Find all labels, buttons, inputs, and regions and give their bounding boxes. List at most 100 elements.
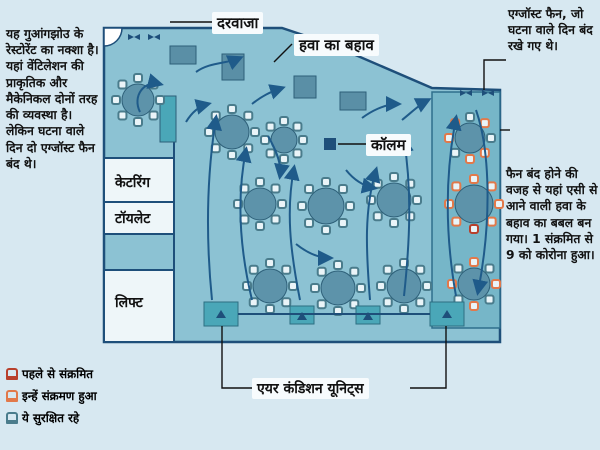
chair-icon [243, 110, 254, 121]
chair-icon [491, 279, 501, 289]
chair-icon [281, 297, 292, 308]
chair-icon [337, 217, 348, 228]
chair-icon [227, 104, 237, 114]
chair-icon [6, 390, 18, 402]
chair-icon [304, 184, 315, 195]
door-label: दरवाजा [212, 12, 264, 34]
chair-icon [292, 121, 303, 132]
chair-icon [248, 264, 259, 275]
round-table [376, 182, 412, 218]
chair-icon [469, 174, 479, 184]
lift-room [103, 269, 175, 343]
chair-icon [484, 263, 495, 274]
round-table [252, 268, 288, 304]
chair-icon [279, 116, 289, 126]
door-icon [103, 27, 123, 47]
round-table [307, 187, 345, 225]
chair-icon [248, 297, 259, 308]
toilet-room [103, 201, 175, 235]
fan-note: एग्जॉस्ट फैन, जो घटना वाले दिन बंद रखे ग… [508, 7, 593, 54]
chair-icon [265, 304, 275, 314]
chair-icon [349, 266, 360, 277]
chair-icon [465, 112, 475, 122]
chair-icon [204, 127, 214, 137]
chair-icon [484, 294, 495, 305]
chair-icon [415, 297, 426, 308]
chair-icon [304, 217, 315, 228]
legend-label: पहले से संक्रमित [22, 367, 94, 381]
chair-icon [265, 258, 275, 268]
chair-icon [316, 299, 327, 310]
chair-icon [298, 135, 308, 145]
chair-icon [469, 224, 479, 234]
round-table [454, 122, 486, 154]
chair-icon [451, 216, 462, 227]
chair-icon [250, 127, 260, 137]
chair-icon [117, 79, 128, 90]
right-note: फैन बंद होने की वजह से यहां एसी से आने व… [506, 167, 598, 263]
round-table [320, 270, 356, 306]
chair-icon [453, 263, 464, 274]
chair-icon [270, 214, 281, 225]
airflow-label: हवा का बहाव [294, 34, 379, 56]
toilet-label: टॉयलेट [115, 211, 151, 227]
round-table [386, 268, 422, 304]
chair-icon [389, 172, 399, 182]
chair-icon [321, 225, 331, 235]
chair-icon [372, 178, 383, 189]
chair-icon [399, 304, 409, 314]
chair-icon [288, 281, 298, 291]
chair-icon [255, 177, 265, 187]
chair-icon [372, 211, 383, 222]
chair-icon [486, 133, 496, 143]
chair-icon [321, 177, 331, 187]
chair-icon [389, 218, 399, 228]
round-table [243, 187, 277, 221]
chair-icon [382, 297, 393, 308]
triangle-ac-icon [216, 310, 452, 320]
chair-icon [279, 154, 289, 164]
chair-icon [494, 199, 504, 209]
legend-item-later-infected: इन्हें संक्रमण हुआ [6, 388, 97, 404]
chair-icon [486, 216, 497, 227]
chair-icon [227, 150, 237, 160]
chair-icon [297, 201, 307, 211]
chair-icon [265, 148, 276, 159]
chair-icon [155, 95, 165, 105]
chair-icon [133, 117, 143, 127]
chair-icon [415, 264, 426, 275]
chair-icon [479, 118, 490, 129]
chair-icon [333, 260, 343, 270]
chair-icon [469, 301, 479, 311]
legend-label: इन्हें संक्रमण हुआ [22, 389, 97, 403]
chair-icon [6, 412, 18, 424]
round-table [457, 267, 491, 301]
pointer-lines [170, 21, 510, 389]
column-block [324, 138, 336, 150]
ac-units-label: एयर कंडिशन यूनिट्स [252, 378, 369, 399]
catering-label: केटरिंग [115, 175, 151, 191]
chair-icon [465, 154, 475, 164]
chair-icon [412, 195, 422, 205]
legend-item-safe: ये सुरक्षित रहे [6, 410, 79, 426]
chair-icon [281, 264, 292, 275]
chair-icon [382, 264, 393, 275]
legend-item-first-infected: पहले से संक्रमित [6, 366, 93, 382]
lift-label: लिफ्ट [115, 295, 143, 311]
chair-icon [292, 148, 303, 159]
chair-icon [316, 266, 327, 277]
chair-icon [310, 283, 320, 293]
chair-icon [450, 147, 461, 158]
chair-icon [277, 199, 287, 209]
airflow-arrows [136, 55, 489, 301]
chair-icon [486, 181, 497, 192]
chair-icon [356, 283, 366, 293]
round-table [454, 184, 494, 224]
left-note: यह गुआंगझोउ के रेस्टोरेंट का नक्शा है। य… [6, 27, 99, 171]
chair-icon [444, 199, 454, 209]
chair-icon [265, 121, 276, 132]
chair-icon [337, 184, 348, 195]
chair-icon [345, 201, 355, 211]
round-table [214, 114, 250, 150]
